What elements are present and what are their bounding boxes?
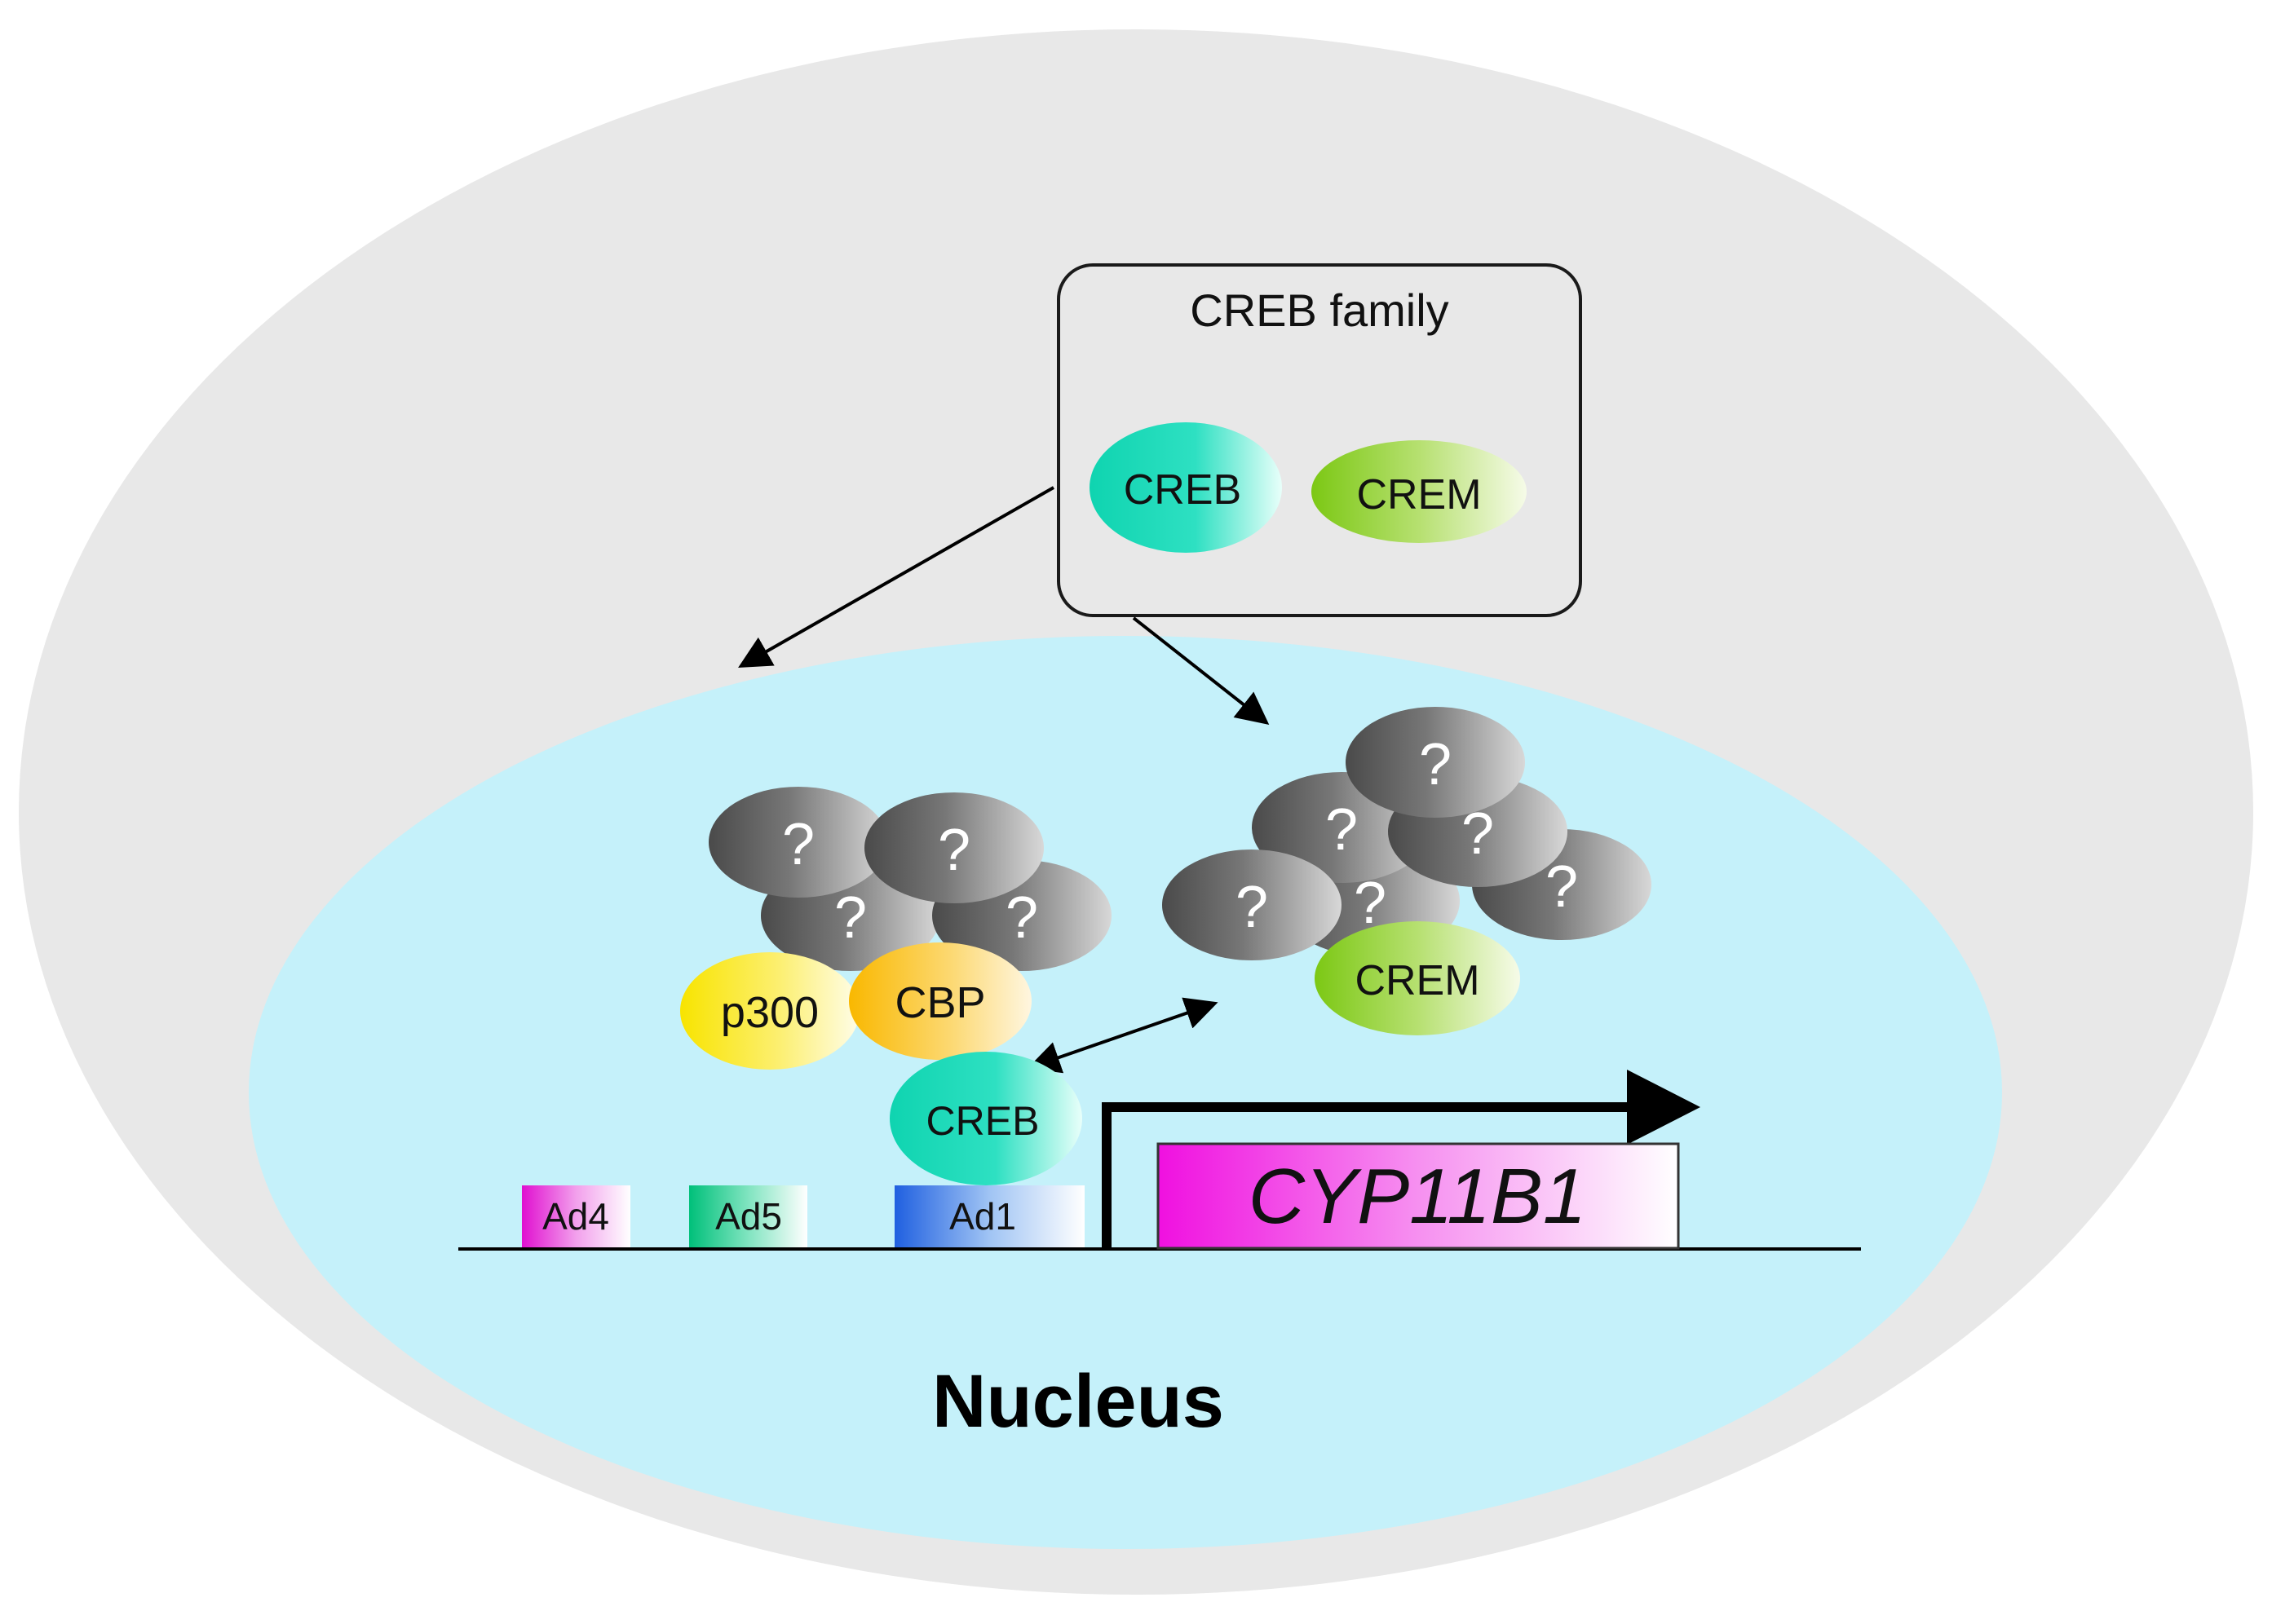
crem-complex-protein: [1315, 921, 1520, 1035]
ad1-label: Ad1: [949, 1195, 1016, 1238]
nucleus-label: Nucleus: [932, 1360, 1224, 1443]
unknown-protein-mark: ?: [1006, 885, 1038, 951]
ad1-element: [895, 1185, 1085, 1247]
unknown-protein-mark: ?: [834, 885, 867, 951]
creb-bound-protein: [890, 1052, 1082, 1185]
ad5-label: Ad5: [715, 1195, 782, 1238]
creb-family-box: CREB family CREB CREM: [1057, 263, 1582, 617]
creb-family-creb-protein: [1090, 422, 1282, 553]
arrow-to-right-complex: [1132, 616, 1270, 725]
unknown-protein: [864, 792, 1044, 903]
transcription-arrow-head: [1627, 1070, 1700, 1145]
transcription-start-line: [1102, 1102, 1639, 1249]
left-unknown-complex: ? ? ? ?: [709, 787, 1112, 971]
unknown-protein-mark: ?: [938, 818, 970, 883]
creb-family-crem-protein: [1311, 440, 1527, 543]
gene-label: CYP11B1: [1249, 1153, 1586, 1240]
creb-family-creb-label: CREB: [1124, 466, 1241, 514]
unknown-protein-mark: ?: [782, 812, 815, 877]
cbp-protein: [849, 942, 1032, 1060]
ad5-element: [689, 1185, 807, 1247]
creb-family-crem-label: CREM: [1356, 471, 1481, 519]
unknown-protein: [1346, 707, 1525, 818]
p300-label: p300: [721, 988, 819, 1037]
p300-protein: [680, 952, 860, 1070]
ad4-element: [522, 1185, 630, 1247]
right-unknown-complex: ? ? ? ? ? ?: [1162, 707, 1651, 960]
unknown-protein: [1162, 850, 1342, 960]
gene-box: [1156, 1142, 1680, 1250]
unknown-protein-mark: ?: [1325, 797, 1358, 863]
ad4-label: Ad4: [542, 1195, 609, 1238]
unknown-protein-mark: ?: [1235, 875, 1268, 940]
unknown-protein-mark: ?: [1419, 732, 1452, 797]
creb-family-title: CREB family: [1190, 285, 1448, 336]
arrow-to-left-complex: [738, 486, 1054, 668]
cbp-label: CBP: [895, 978, 985, 1027]
interaction-double-arrow: [1027, 997, 1218, 1074]
creb-bound-label: CREB: [926, 1098, 1040, 1144]
unknown-protein-mark: ?: [1545, 854, 1578, 920]
unknown-protein: [709, 787, 888, 898]
crem-complex-label: CREM: [1355, 957, 1479, 1004]
